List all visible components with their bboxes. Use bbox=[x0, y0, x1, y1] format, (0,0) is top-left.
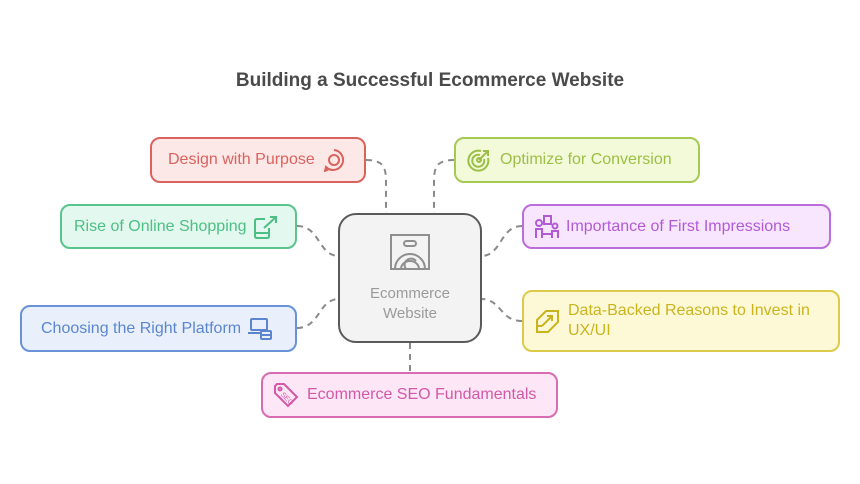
node-importance-of-first-impressions[interactable]: Importance of First Impressions bbox=[522, 204, 831, 249]
target-arrow-icon bbox=[466, 147, 492, 173]
node-design-with-purpose[interactable]: Design with Purpose bbox=[150, 137, 366, 183]
chat-bubble-icon bbox=[321, 147, 347, 173]
node-rise-of-online-shopping[interactable]: Rise of Online Shopping bbox=[60, 204, 297, 249]
people-presentation-icon bbox=[534, 214, 560, 240]
node-label: Design with Purpose bbox=[168, 151, 315, 168]
diagram-title: Building a Successful Ecommerce Website bbox=[235, 70, 625, 91]
node-label: Rise of Online Shopping bbox=[74, 217, 247, 235]
seo-tag-icon: SEO bbox=[273, 382, 299, 408]
chart-board-icon bbox=[534, 308, 560, 334]
laptop-card-icon bbox=[247, 316, 273, 342]
shopping-bag-icon bbox=[389, 233, 431, 276]
node-label: Optimize for Conversion bbox=[500, 151, 672, 168]
node-label: Data-Backed Reasons to Invest in UX/UI bbox=[568, 301, 810, 341]
mobile-growth-icon bbox=[253, 214, 279, 240]
node-data-backed-reasons-ux-ui[interactable]: Data-Backed Reasons to Invest in UX/UI bbox=[522, 290, 840, 352]
node-ecommerce-seo-fundamentals[interactable]: SEO Ecommerce SEO Fundamentals bbox=[261, 372, 558, 418]
node-label: Importance of First Impressions bbox=[566, 217, 791, 235]
node-label: Ecommerce SEO Fundamentals bbox=[307, 386, 537, 403]
node-label: Choosing the Right Platform bbox=[41, 319, 242, 337]
node-optimize-for-conversion[interactable]: Optimize for Conversion bbox=[454, 137, 700, 183]
node-label-line2: UX/UI bbox=[568, 322, 611, 339]
central-node-label-line2: Website bbox=[383, 304, 437, 322]
node-choosing-the-right-platform[interactable]: Choosing the Right Platform bbox=[20, 305, 297, 352]
node-label-line1: Data-Backed Reasons to Invest in bbox=[568, 302, 810, 319]
central-node-ecommerce-website[interactable]: Ecommerce Website bbox=[338, 213, 482, 343]
central-node-label-line1: Ecommerce bbox=[369, 284, 451, 302]
